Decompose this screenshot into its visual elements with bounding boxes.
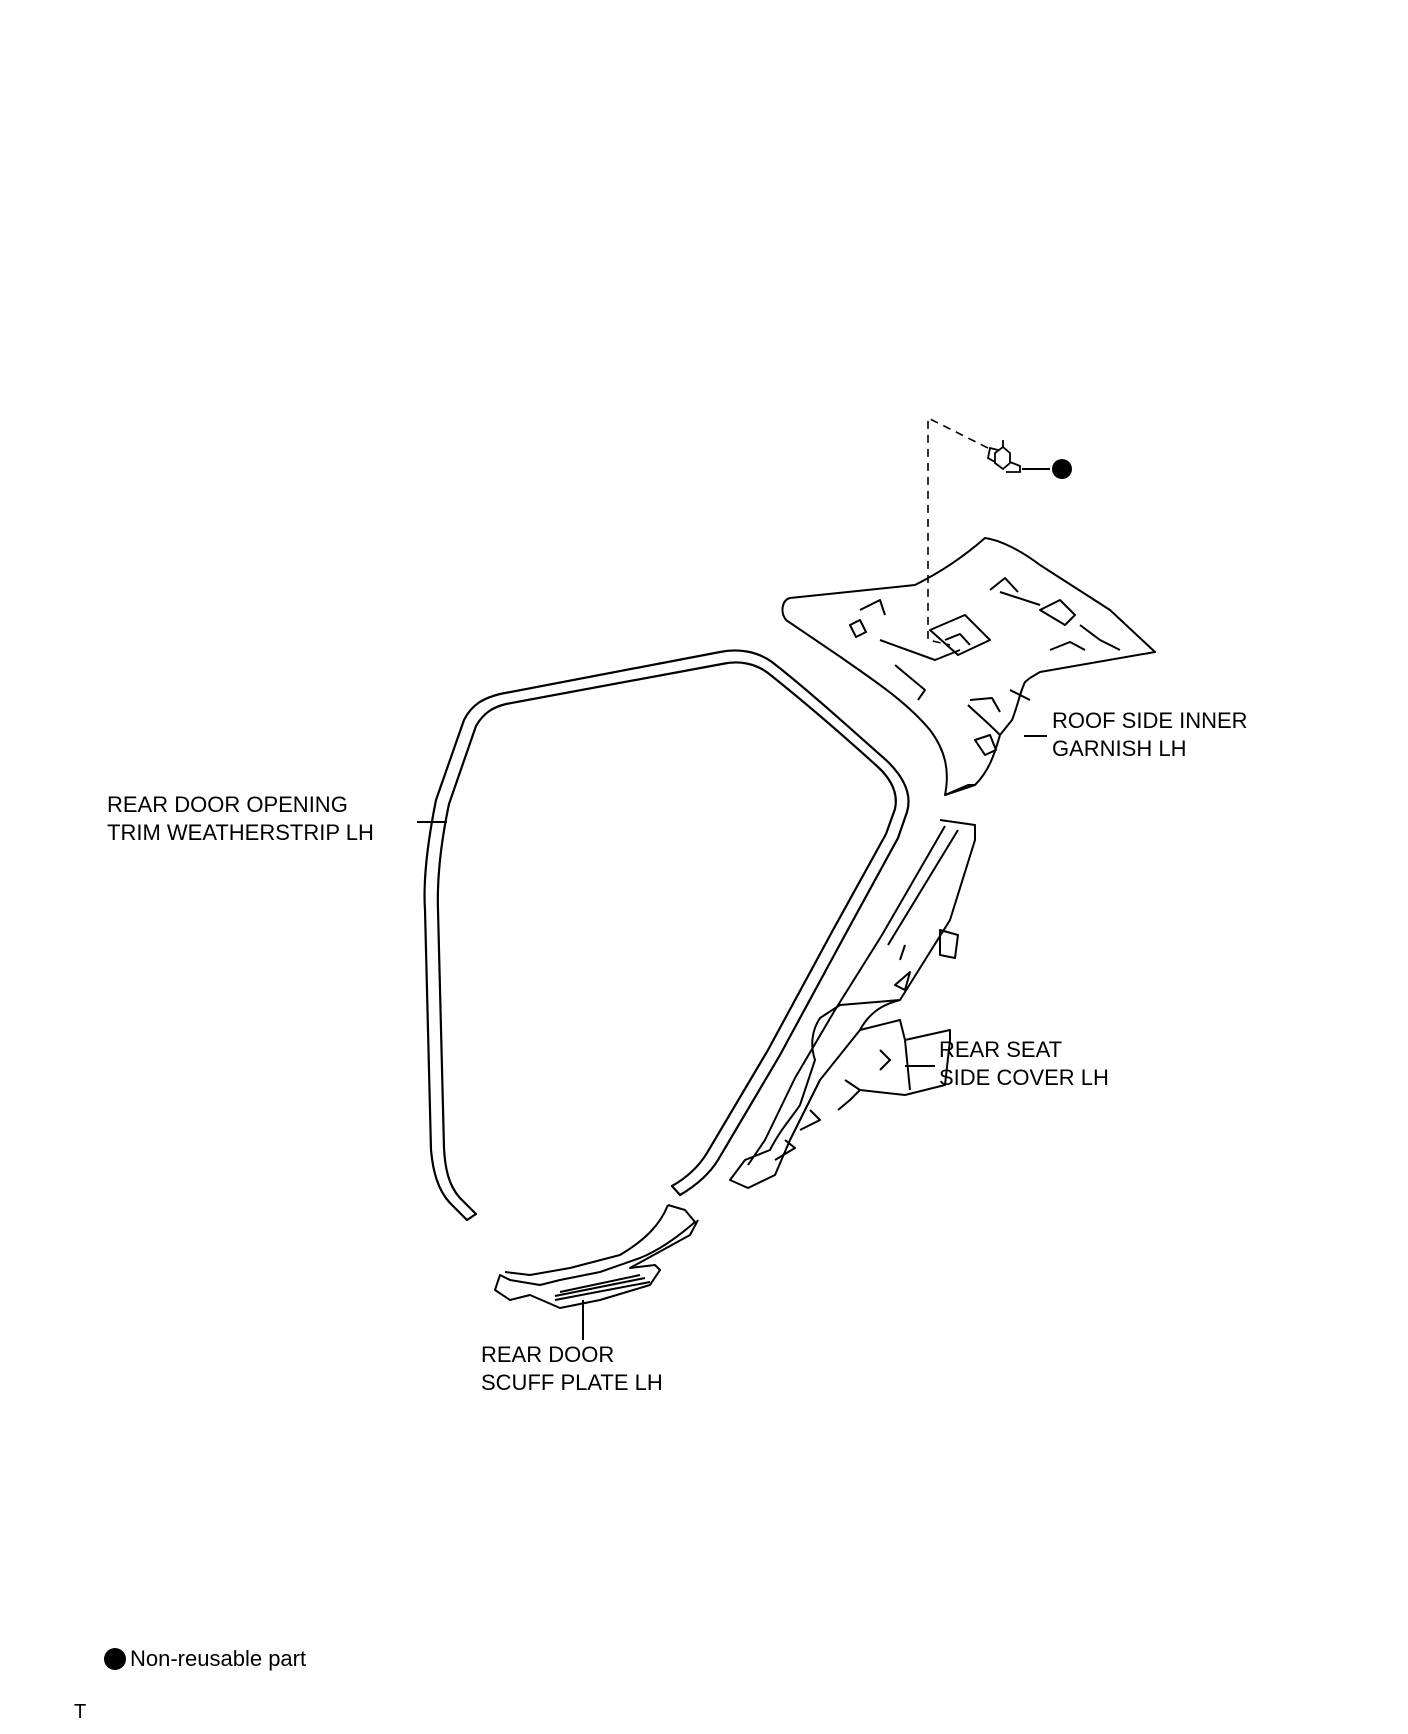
leader-lines <box>417 735 1047 1340</box>
roof-side-inner-garnish-label: ROOF SIDE INNER GARNISH LH <box>1052 707 1248 763</box>
rear-door-scuff-plate <box>494 1204 699 1309</box>
rear-seat-side-cover <box>729 819 976 1189</box>
filled-circle-icon <box>104 1648 126 1670</box>
roof-side-inner-garnish <box>781 537 1156 796</box>
label-line: SIDE COVER LH <box>939 1065 1109 1090</box>
label-line: TRIM WEATHERSTRIP LH <box>107 820 374 845</box>
rear-seat-side-cover-label: REAR SEAT SIDE COVER LH <box>939 1036 1109 1092</box>
label-line: REAR DOOR <box>481 1342 615 1367</box>
clip-install-dashed-line <box>927 416 989 646</box>
label-line: ROOF SIDE INNER <box>1052 708 1248 733</box>
label-line: REAR SEAT <box>939 1037 1063 1062</box>
label-line: SCUFF PLATE LH <box>481 1370 663 1395</box>
page-mark: T <box>74 1701 87 1723</box>
rear-door-opening-trim-label: REAR DOOR OPENING TRIM WEATHERSTRIP LH <box>107 791 374 847</box>
rear-door-scuff-plate-label: REAR DOOR SCUFF PLATE LH <box>481 1341 663 1397</box>
label-line: GARNISH LH <box>1052 736 1187 761</box>
clip-fastener <box>986 440 1050 473</box>
label-line: REAR DOOR OPENING <box>107 792 348 817</box>
legend-text: Non-reusable part <box>130 1646 307 1671</box>
non-reusable-part-icon <box>1052 459 1072 479</box>
rear-door-opening-trim-weatherstrip <box>423 649 910 1222</box>
legend: Non-reusable part <box>104 1645 306 1673</box>
